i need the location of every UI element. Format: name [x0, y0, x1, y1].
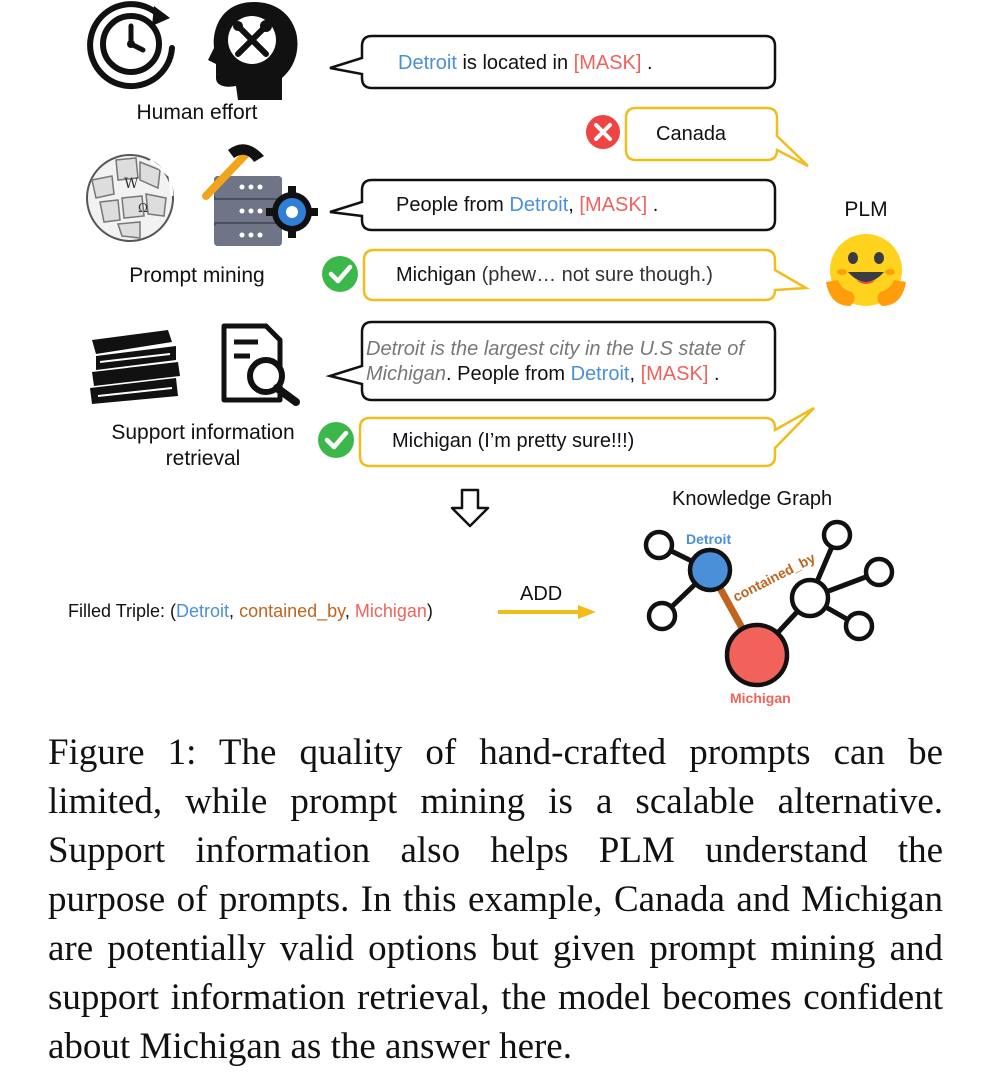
prompt-3-text: Detroit is the largest city in the U.S s… — [366, 338, 744, 385]
plm-label: PLM — [844, 198, 888, 221]
document-search-icon — [221, 323, 300, 406]
support-retrieval-label: Support information retrieval — [111, 421, 295, 470]
prompt-1-text: Detroit is located in [MASK] . — [398, 52, 653, 74]
diagram-canvas: W Ω — [86, 1, 906, 706]
kg-node — [843, 610, 875, 642]
kg-node — [646, 600, 678, 632]
add-label: ADD — [520, 583, 563, 605]
kg-node — [863, 556, 895, 588]
head-with-tools-icon — [208, 2, 298, 100]
answer-bubble-1 — [624, 106, 809, 168]
kg-node — [643, 529, 675, 561]
knowledge-graph: Detroit Michigan contained_by — [643, 519, 895, 706]
kg-tail-label: Michigan — [730, 690, 791, 706]
prompt-bubble-2 — [329, 178, 777, 232]
svg-text:Ω: Ω — [138, 201, 148, 215]
check-icon — [322, 256, 358, 292]
figure-caption: Figure 1: The quality of hand-crafted pr… — [48, 732, 943, 1067]
prompt-bubble-3 — [325, 320, 777, 402]
human-effort-label: Human effort — [136, 101, 258, 124]
add-arrow — [498, 605, 596, 619]
svg-text:W: W — [124, 176, 139, 192]
kg-node — [789, 577, 831, 619]
check-icon — [318, 422, 354, 458]
down-arrow-icon — [450, 488, 490, 528]
prompt-bubble-1 — [329, 34, 777, 90]
wikipedia-globe-icon: W Ω — [86, 154, 174, 242]
answer-bubble-3 — [358, 406, 815, 468]
answer-2-text: Michigan (phew… not sure though.) — [396, 264, 713, 286]
kg-node-michigan — [724, 622, 790, 688]
prompt-mining-label: Prompt mining — [129, 264, 265, 287]
prompt-2-text: People from Detroit, [MASK] . — [396, 194, 659, 216]
kg-head-label: Detroit — [686, 531, 731, 547]
kg-node-detroit — [687, 547, 733, 593]
answer-bubble-2 — [362, 248, 811, 302]
kg-title: Knowledge Graph — [672, 488, 833, 510]
prompt-diagram: W Ω — [68, 1, 906, 706]
answer-3-text: Michigan (I’m pretty sure!!!) — [392, 430, 635, 452]
data-mining-server-icon — [202, 144, 318, 246]
kg-node — [821, 519, 853, 551]
filled-triple: Filled Triple: (Detroit, contained_by, M… — [68, 601, 433, 621]
stopwatch-icon — [87, 1, 175, 90]
books-icon — [90, 330, 180, 404]
answer-1-text: Canada — [656, 123, 727, 145]
cross-icon — [586, 115, 620, 149]
hugging-face-emoji-icon — [826, 234, 906, 306]
